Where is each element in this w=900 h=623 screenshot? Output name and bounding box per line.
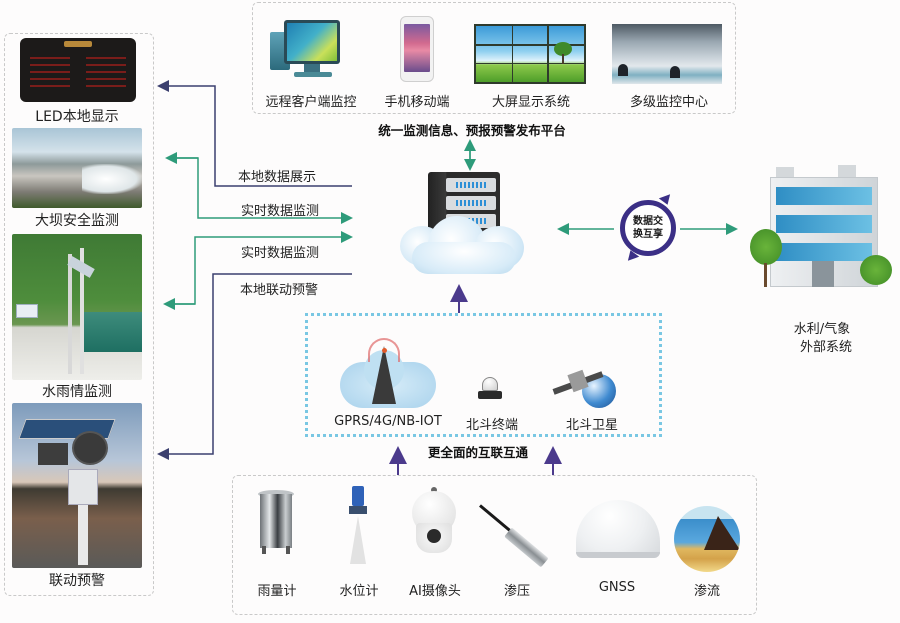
control-center-icon <box>612 24 722 84</box>
cloud-server-icon <box>398 170 530 280</box>
cell-tower-icon <box>340 338 436 412</box>
platform-item-label: 手机移动端 <box>384 95 450 110</box>
platform-caption: 统一监测信息、预报预警发布平台 <box>378 123 566 138</box>
external-system-label: 水利/气象 <box>793 322 851 337</box>
flow-label: 本地数据展示 <box>238 170 317 185</box>
flow-line-linkage-warning <box>157 273 352 460</box>
ptz-camera-icon <box>410 487 458 557</box>
flow-label: 实时数据监测 <box>241 204 320 219</box>
exchange-badge-line: 换互享 <box>633 229 663 240</box>
desktop-monitor-icon <box>270 18 342 80</box>
seepage-icon <box>674 506 740 572</box>
sensor-label: 水位计 <box>339 584 379 599</box>
satellite-icon <box>552 366 618 408</box>
rain-gauge-icon <box>258 490 294 556</box>
sensor-label: AI摄像头 <box>409 584 461 599</box>
piezometer-icon <box>478 500 558 568</box>
smartphone-icon <box>400 16 434 82</box>
platform-item-label: 远程客户端监控 <box>265 95 357 110</box>
network-frame <box>305 313 662 437</box>
led-display-icon <box>20 38 136 102</box>
platform-item-label: 大屏显示系统 <box>491 95 570 110</box>
flow-label: 本地联动预警 <box>240 283 319 298</box>
sensor-label: 渗压 <box>503 584 530 599</box>
dam-photo-icon <box>12 128 142 208</box>
sensors-frame <box>232 475 757 615</box>
sensor-label: 渗流 <box>693 584 720 599</box>
flow-line-local-display <box>157 80 352 187</box>
data-exchange-badge: 数据交 换互享 <box>620 200 676 256</box>
platform-frame <box>252 2 736 114</box>
local-app-label: 大坝安全监测 <box>35 213 119 229</box>
platform-item-label: 多级监控中心 <box>629 95 708 110</box>
network-item-label: 北斗终端 <box>465 418 518 433</box>
network-item-label: GPRS/4G/NB-IOT <box>334 414 442 429</box>
gnss-antenna-icon <box>576 500 660 560</box>
network-item-label: 北斗卫星 <box>565 418 618 433</box>
local-app-label: 联动预警 <box>49 573 105 589</box>
local-app-label: LED本地显示 <box>35 109 119 125</box>
network-caption: 更全面的互联互通 <box>427 445 528 460</box>
beidou-terminal-icon <box>478 377 502 407</box>
water-level-meter-icon <box>347 486 369 566</box>
local-app-label: 水雨情监测 <box>42 384 112 400</box>
rain-station-photo-icon <box>12 234 142 380</box>
sensor-label: GNSS <box>598 580 636 595</box>
video-wall-icon <box>474 24 586 84</box>
local-apps-frame <box>4 33 154 596</box>
sensor-label: 雨量计 <box>257 584 297 599</box>
warning-speaker-photo-icon <box>12 403 142 568</box>
exchange-badge-line: 数据交 <box>633 216 663 227</box>
external-system-label: 外部系统 <box>799 340 852 355</box>
building-icon <box>746 165 896 297</box>
flow-label: 实时数据监测 <box>241 246 320 261</box>
